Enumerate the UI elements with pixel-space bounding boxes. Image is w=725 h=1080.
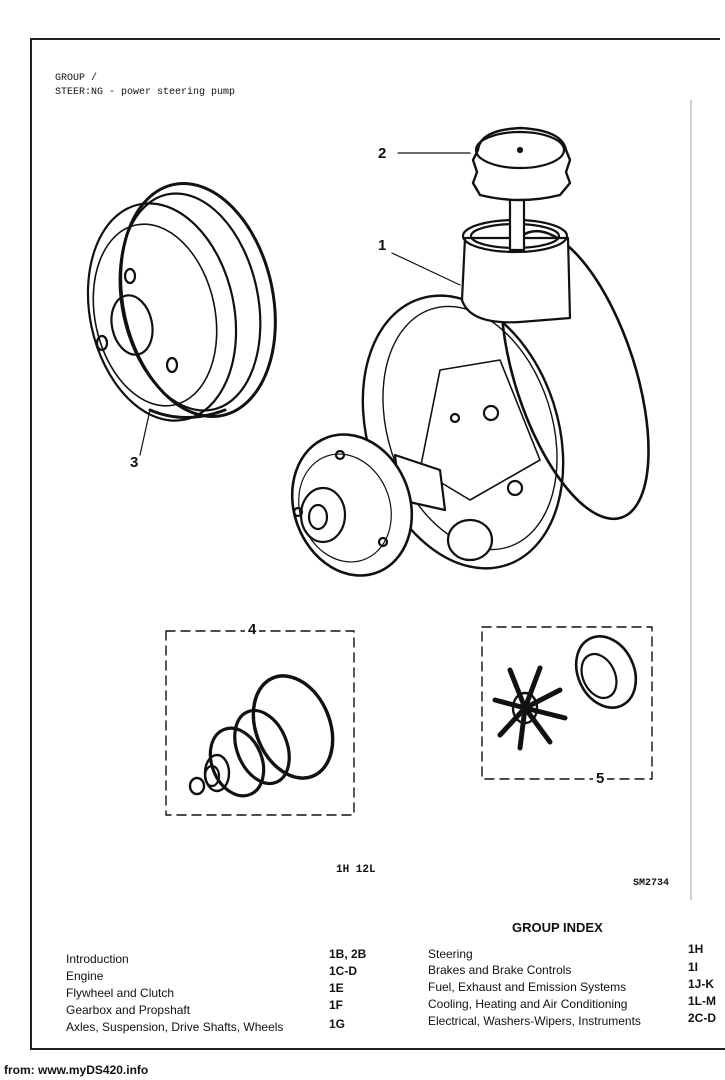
source-footer: from: www.myDS420.info [4, 1063, 149, 1077]
index-item-label[interactable]: Electrical, Washers-Wipers, Instruments [428, 1014, 641, 1028]
index-item-code: 1J-K [688, 977, 715, 991]
page-border-right [690, 100, 692, 900]
callout-2: 2 [378, 145, 387, 162]
callout-1: 1 [378, 237, 387, 254]
index-item-code: 1G [329, 1017, 346, 1031]
page-subtitle: STEER:NG - power steering pump [55, 87, 236, 98]
index-item-code: 2C-D [688, 1011, 717, 1025]
exploded-parts-drawing [86, 126, 653, 816]
page-border-left [30, 38, 32, 1050]
callout-3: 3 [130, 454, 139, 471]
pump-body-drawing [290, 218, 650, 577]
index-item-label[interactable]: Axles, Suspension, Drive Shafts, Wheels [66, 1020, 284, 1034]
index-item-code: 1F [329, 998, 344, 1012]
index-item-label[interactable]: Introduction [66, 952, 129, 966]
index-item-label[interactable]: Cooling, Heating and Air Conditioning [428, 997, 628, 1011]
seal-kit-drawing [165, 630, 355, 816]
page-border-top [30, 38, 720, 40]
index-item-code: 1I [688, 960, 699, 974]
rotor-kit-drawing [481, 626, 653, 780]
index-item-code: 1H [688, 942, 704, 956]
drawing-reference: SM2734 [633, 878, 670, 889]
group-label: GROUP / [55, 73, 98, 84]
pulley-drawing [86, 182, 277, 422]
index-item-label[interactable]: Flywheel and Clutch [66, 986, 175, 1000]
index-item-label[interactable]: Gearbox and Propshaft [66, 1003, 191, 1017]
page-border-bottom [30, 1048, 725, 1050]
callout-4: 4 [245, 621, 260, 638]
callout-5: 5 [593, 770, 608, 787]
page-header: GROUP / STEER:NG - power steering pump [55, 72, 235, 100]
index-item-label[interactable]: Steering [428, 947, 473, 961]
fiche-reference: 1H 12L [336, 864, 376, 876]
index-item-code: 1E [329, 981, 344, 995]
index-item-code: 1B, 2B [329, 947, 367, 961]
filler-cap-drawing [471, 126, 572, 252]
index-item-code: 1L-M [688, 994, 716, 1008]
index-item-code: 1C-D [329, 964, 358, 978]
index-item-label[interactable]: Fuel, Exhaust and Emission Systems [428, 980, 627, 994]
index-item-label[interactable]: Brakes and Brake Controls [428, 963, 572, 977]
index-item-label[interactable]: Engine [66, 969, 104, 983]
group-index-title: GROUP INDEX [512, 920, 603, 935]
